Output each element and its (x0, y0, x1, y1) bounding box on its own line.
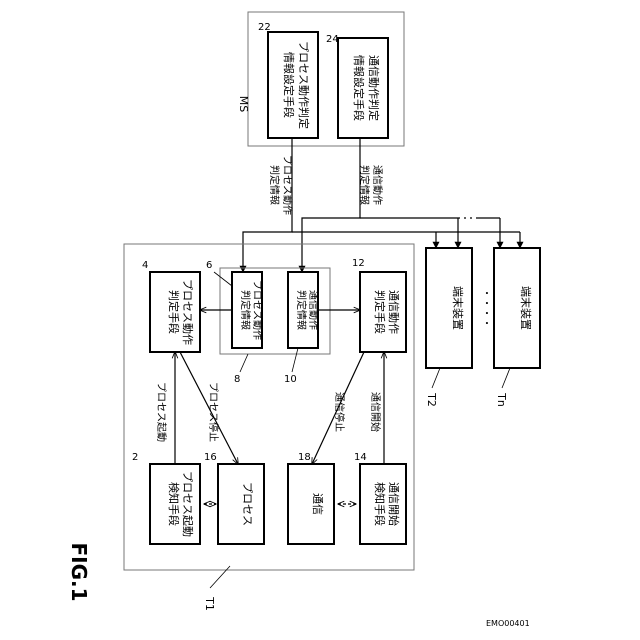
comm-start-label: 通信開始 (369, 392, 382, 432)
svg-text:判定情報: 判定情報 (295, 290, 308, 330)
svg-text:プロセス動作判定: プロセス動作判定 (297, 41, 311, 129)
svg-text:プロセス動作: プロセス動作 (251, 280, 264, 340)
svg-text:4: 4 (142, 260, 148, 271)
svg-text:通信: 通信 (311, 493, 324, 515)
comm-info-box: 10 通信動作 判定情報 (284, 272, 320, 385)
terminal-ellipsis: ・・・・ (480, 288, 491, 328)
comm-info-distribution-line (302, 138, 360, 272)
svg-text:16: 16 (204, 452, 217, 463)
process-start-detect-box: 2 プロセス起動 検知手段 (132, 452, 200, 544)
svg-text:判定手段: 判定手段 (167, 290, 181, 334)
svg-text:Tn: Tn (495, 392, 508, 407)
comm-stop-label: 通信停止 (333, 392, 346, 432)
svg-text:情報設定手段: 情報設定手段 (282, 52, 296, 118)
terminal-tn: 端末装置 Tn (494, 248, 540, 407)
process-info-box: 6 プロセス動作 判定情報 (206, 260, 264, 348)
process-judge-box: 4 プロセス動作 判定手段 (142, 260, 200, 352)
comm-info-setting-box: 24 通信動作判定 情報設定手段 (326, 34, 388, 138)
svg-text:検知手段: 検知手段 (167, 482, 181, 526)
svg-text:通信動作: 通信動作 (387, 290, 401, 334)
svg-text:通信開始: 通信開始 (387, 482, 401, 526)
svg-text:端末装置: 端末装置 (451, 286, 465, 330)
svg-text:判定手段: 判定手段 (373, 290, 387, 334)
terminal-t2: 端末装置 T2 (425, 248, 472, 407)
svg-text:判定情報: 判定情報 (239, 290, 252, 330)
comm-judge-box: 12 通信動作 判定手段 (352, 258, 406, 352)
svg-text:通信動作判定: 通信動作判定 (367, 55, 381, 121)
process-info-edge-label-2: 判定情報 (268, 165, 281, 205)
svg-text:14: 14 (354, 452, 367, 463)
svg-text:2: 2 (132, 452, 138, 463)
svg-text:検知手段: 検知手段 (373, 482, 387, 526)
svg-text:プロセス動作: プロセス動作 (181, 279, 195, 345)
svg-text:10: 10 (284, 374, 297, 385)
comm-box: 18 通信 (288, 452, 334, 544)
svg-text:22: 22 (258, 22, 271, 33)
process-info-edge-label-1: プロセス動作 (281, 155, 294, 215)
figure-label: FIG.1 (67, 542, 91, 601)
svg-text:端末装置: 端末装置 (519, 286, 533, 330)
process-box: 16 プロセス (204, 452, 264, 544)
svg-text:T2: T2 (425, 392, 438, 407)
process-info-setting-box: 22 プロセス動作判定 情報設定手段 (258, 22, 318, 138)
comm-start-detect-box: 14 通信開始 検知手段 (354, 452, 406, 544)
svg-text:プロセス: プロセス (241, 482, 254, 526)
storage-num: 8 (234, 374, 240, 385)
svg-text:24: 24 (326, 34, 339, 45)
t1-label: T1 (203, 596, 216, 611)
svg-text:18: 18 (298, 452, 311, 463)
ms-label: MS (237, 96, 250, 112)
process-start-label: プロセス起動 (155, 382, 168, 442)
svg-text:情報設定手段: 情報設定手段 (352, 55, 366, 121)
svg-text:プロセス起動: プロセス起動 (181, 471, 195, 537)
svg-text:6: 6 (206, 260, 212, 271)
process-stop-label: プロセス停止 (207, 382, 220, 442)
svg-text:12: 12 (352, 258, 365, 269)
comm-info-edge-label-1: 通信動作 (371, 165, 384, 205)
comm-info-edge-label-2: 判定情報 (358, 165, 371, 205)
doc-code: EMO00401 (486, 619, 530, 628)
